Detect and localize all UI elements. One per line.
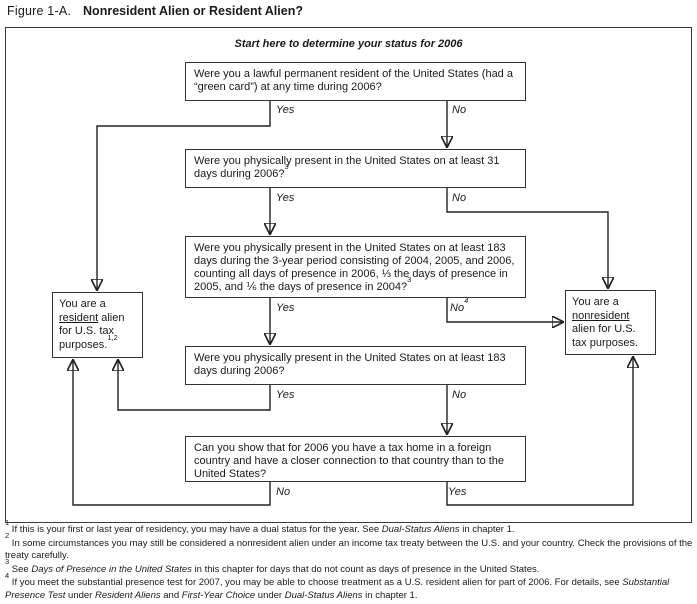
outcome-key-term: nonresident xyxy=(572,309,630,322)
outcome-text: alien for U.S. tax purposes. xyxy=(572,323,639,349)
question-box-183-days-3-year: Were you physically present in the Unite… xyxy=(185,236,526,298)
outcome-text: You are a xyxy=(572,296,619,308)
branch-label-q4-no: No xyxy=(452,389,467,401)
branch-label-q3-yes: Yes xyxy=(276,302,295,314)
footnote-number: 3 xyxy=(5,557,10,567)
footnote-italic-term: Resident Aliens xyxy=(94,589,161,601)
branch-label-q1-no: No xyxy=(452,104,467,116)
footnote-number: 1 xyxy=(5,517,10,527)
footnote-text: in chapter 1. xyxy=(362,589,418,601)
question-box-31-days: Were you physically present in the Unite… xyxy=(185,149,526,188)
footnote-text: under xyxy=(65,589,95,601)
footnote-text: in chapter 1. xyxy=(459,524,515,535)
outcome-text: alien for U.S. tax purposes. xyxy=(59,311,125,351)
footnote-italic-term: Dual-Status Aliens xyxy=(381,524,460,535)
footnote-2: 2 In some circumstances you may still be… xyxy=(5,532,693,563)
branch-label-q5-yes: Yes xyxy=(448,486,467,498)
footnote-text: in this chapter for days that do not cou… xyxy=(191,563,540,575)
question-text: Were you a lawful permanent resident of … xyxy=(194,68,513,93)
question-text: Can you show that for 2006 you have a ta… xyxy=(194,442,505,480)
footnote-number: 4 xyxy=(5,570,10,580)
branch-label-q5-no: No xyxy=(276,486,291,498)
footnote-1: 1 If this is your first or last year of … xyxy=(5,519,693,537)
figure-label: Figure 1-A. xyxy=(7,4,72,18)
footnote-ref: 3 xyxy=(407,275,412,285)
footnote-text: In some circumstances you may still be c… xyxy=(5,537,693,562)
footnote-text: If this is your first or last year of re… xyxy=(9,524,382,535)
outcome-box-resident-alien: You are a resident alien for U.S. tax pu… xyxy=(52,292,143,358)
question-text: Were you physically present in the Unite… xyxy=(194,242,515,293)
footnote-3: 3 See Days of Presence in the United Sta… xyxy=(5,558,693,577)
outcome-box-nonresident-alien: You are a nonresident alien for U.S. tax… xyxy=(565,290,656,355)
branch-label-text: No xyxy=(450,302,465,314)
footnote-4: 4 If you meet the substantial presence t… xyxy=(5,572,693,602)
outcome-text: You are a xyxy=(59,298,106,310)
figure-title: Figure 1-A. Nonresident Alien or Resident… xyxy=(7,4,303,18)
footnote-ref: 4 xyxy=(464,296,469,306)
footnote-italic-term: First-Year Choice xyxy=(181,589,256,601)
footnote-number: 2 xyxy=(5,531,10,541)
figure-name: Nonresident Alien or Resident Alien? xyxy=(83,4,303,18)
branch-label-q1-yes: Yes xyxy=(276,104,295,116)
question-box-tax-home: Can you show that for 2006 you have a ta… xyxy=(185,436,526,482)
branch-label-q2-no: No xyxy=(452,192,467,204)
footnote-italic-term: Substantial Presence Test xyxy=(5,577,670,601)
branch-label-q4-yes: Yes xyxy=(276,389,295,401)
question-text: Were you physically present in the Unite… xyxy=(194,352,506,377)
outcome-key-term: resident xyxy=(59,311,99,324)
question-text: Were you physically present in the Unite… xyxy=(194,155,500,180)
start-instruction: Start here to determine your status for … xyxy=(234,38,463,50)
footnote-text: See xyxy=(9,563,32,575)
footnote-ref: 3 xyxy=(284,162,289,172)
branch-label-q3-no: No4 xyxy=(450,297,468,314)
footnote-text: under xyxy=(255,589,285,601)
question-box-183-days-2006: Were you physically present in the Unite… xyxy=(185,346,526,385)
footnote-italic-term: Days of Presence in the United States xyxy=(31,563,192,575)
footnotes: 1 If this is your first or last year of … xyxy=(5,519,693,603)
branch-label-q2-yes: Yes xyxy=(276,192,295,204)
footnote-text: and xyxy=(160,589,182,601)
footnote-ref: 1,2 xyxy=(107,332,118,342)
footnote-text: If you meet the substantial presence tes… xyxy=(9,577,623,588)
footnote-italic-term: Dual-Status Aliens xyxy=(284,589,363,601)
question-box-green-card: Were you a lawful permanent resident of … xyxy=(185,62,526,101)
